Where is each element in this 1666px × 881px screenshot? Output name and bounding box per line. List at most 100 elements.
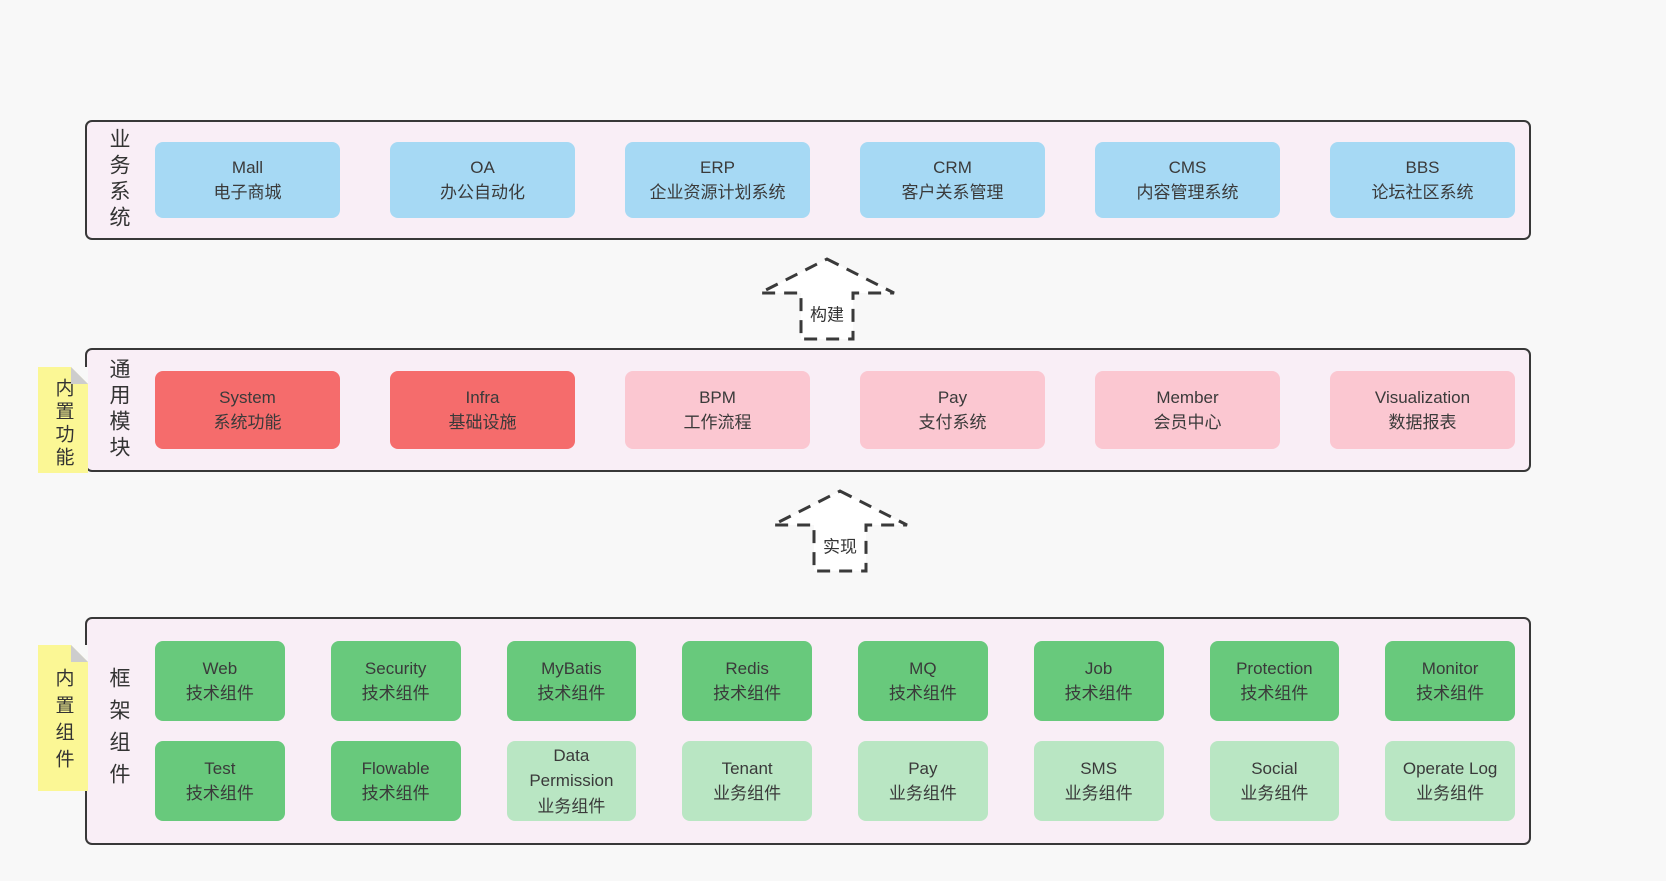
box-title: Mall xyxy=(231,157,264,177)
box-erp: ERP 企业资源计划系统 xyxy=(625,142,810,218)
band-label-business-systems: 业务系统 xyxy=(107,128,130,232)
box-data-permission: Data Permission 业务组件 xyxy=(506,741,637,821)
band-framework-components: 框架组件 Web 技术组件 Security 技术组件 MyBatis 技术组件… xyxy=(85,617,1531,845)
box-mq: MQ 技术组件 xyxy=(858,641,988,721)
module-boxes-row: System 系统功能 Infra 基础设施 BPM 工作流程 Pay 支付系统… xyxy=(133,371,1529,449)
box-subtitle: 内容管理系统 xyxy=(1136,183,1239,202)
box-title: Social xyxy=(1251,758,1298,778)
box-infra: Infra 基础设施 xyxy=(390,371,575,449)
component-row-1: Web 技术组件 Security 技术组件 MyBatis 技术组件 Redi… xyxy=(155,641,1515,721)
box-title: Operate Log xyxy=(1402,758,1498,778)
box-title: System xyxy=(219,387,276,407)
band-business-systems: 业务系统 Mall 电子商城 OA 办公自动化 ERP 企业资源计划系统 CRM… xyxy=(85,120,1531,240)
box-subtitle: 数据报表 xyxy=(1388,413,1457,432)
box-title: Security xyxy=(364,658,427,678)
box-subtitle: 业务组件 xyxy=(537,796,606,816)
note-label: 内置组件 xyxy=(52,668,74,776)
box-subtitle: 技术组件 xyxy=(888,684,957,703)
box-subtitle: 技术组件 xyxy=(361,684,430,703)
box-title: Job xyxy=(1084,658,1113,678)
box-security: Security 技术组件 xyxy=(330,641,461,721)
box-member: Member 会员中心 xyxy=(1095,371,1280,449)
box-subtitle: 工作流程 xyxy=(683,413,752,432)
box-redis: Redis 技术组件 xyxy=(682,641,812,721)
box-title: Monitor xyxy=(1421,658,1479,678)
box-visualization: Visualization 数据报表 xyxy=(1330,371,1515,449)
box-subtitle: 企业资源计划系统 xyxy=(649,183,786,202)
box-title: SMS xyxy=(1080,758,1118,778)
note-label: 内置功能 xyxy=(52,378,74,470)
sticky-note-built-in-components: 内置组件 xyxy=(38,645,88,791)
box-operate-log: Operate Log 业务组件 xyxy=(1385,741,1515,821)
box-title: Flowable xyxy=(361,758,430,778)
box-title: Test xyxy=(204,758,236,778)
box-pay-component: Pay 业务组件 xyxy=(858,741,988,821)
box-protection: Protection 技术组件 xyxy=(1209,641,1340,721)
box-subtitle: 基础设施 xyxy=(448,413,517,432)
box-title: Member xyxy=(1156,387,1219,407)
component-row-2: Test 技术组件 Flowable 技术组件 Data Permission … xyxy=(155,741,1515,821)
arrow-label-implement: 实现 xyxy=(820,532,860,558)
box-sms: SMS 业务组件 xyxy=(1033,741,1164,821)
component-rows: Web 技术组件 Security 技术组件 MyBatis 技术组件 Redi… xyxy=(133,641,1529,821)
box-subtitle: 技术组件 xyxy=(185,784,254,803)
box-title: Tenant xyxy=(721,758,773,778)
band-label-framework-components: 框架组件 xyxy=(107,667,130,795)
box-tenant: Tenant 业务组件 xyxy=(682,741,812,821)
box-subtitle: 技术组件 xyxy=(713,684,782,703)
box-subtitle: 客户关系管理 xyxy=(901,183,1004,202)
box-subtitle: 系统功能 xyxy=(213,413,282,432)
box-subtitle: 技术组件 xyxy=(1416,684,1485,703)
dashed-up-arrow-implement: 实现 xyxy=(770,489,910,573)
box-subtitle: 业务组件 xyxy=(888,784,957,803)
folded-corner-icon xyxy=(71,645,88,662)
box-title: MyBatis xyxy=(541,658,602,678)
box-test: Test 技术组件 xyxy=(155,741,285,821)
box-subtitle: 技术组件 xyxy=(1240,684,1309,703)
box-crm: CRM 客户关系管理 xyxy=(860,142,1045,218)
box-title: BPM xyxy=(699,387,736,407)
box-mall: Mall 电子商城 xyxy=(155,142,340,218)
box-title: CMS xyxy=(1168,157,1207,177)
band-common-modules: 通用模块 System 系统功能 Infra 基础设施 BPM 工作流程 Pay… xyxy=(85,348,1531,472)
box-title: OA xyxy=(470,157,495,177)
business-boxes-row: Mall 电子商城 OA 办公自动化 ERP 企业资源计划系统 CRM 客户关系… xyxy=(133,142,1529,218)
box-social: Social 业务组件 xyxy=(1209,741,1340,821)
box-pay-module: Pay 支付系统 xyxy=(860,371,1045,449)
box-subtitle: 业务组件 xyxy=(1064,784,1133,803)
up-arrow-icon xyxy=(759,257,895,341)
box-subtitle: 业务组件 xyxy=(1416,784,1485,803)
box-subtitle: 办公自动化 xyxy=(440,183,525,202)
box-title: Data Permission xyxy=(529,745,614,791)
folded-corner-icon xyxy=(71,367,88,384)
box-title: CRM xyxy=(933,157,972,177)
box-title: ERP xyxy=(700,157,735,177)
box-subtitle: 技术组件 xyxy=(537,684,606,703)
box-title: Protection xyxy=(1236,658,1313,678)
sticky-note-built-in-functions: 内置功能 xyxy=(38,367,88,473)
box-title: Pay xyxy=(908,758,938,778)
box-title: Infra xyxy=(465,387,500,407)
box-system: System 系统功能 xyxy=(155,371,340,449)
box-title: Pay xyxy=(937,387,968,407)
box-title: Redis xyxy=(725,658,769,678)
box-subtitle: 业务组件 xyxy=(1240,784,1309,803)
box-oa: OA 办公自动化 xyxy=(390,142,575,218)
box-bbs: BBS 论坛社区系统 xyxy=(1330,142,1515,218)
box-title: BBS xyxy=(1405,157,1440,177)
box-subtitle: 会员中心 xyxy=(1153,413,1222,432)
box-title: Visualization xyxy=(1374,387,1471,407)
box-subtitle: 技术组件 xyxy=(361,784,430,803)
box-web: Web 技术组件 xyxy=(155,641,285,721)
box-subtitle: 技术组件 xyxy=(185,684,254,703)
box-subtitle: 电子商城 xyxy=(213,183,282,202)
band-label-common-modules: 通用模块 xyxy=(107,358,130,462)
box-title: Web xyxy=(202,658,238,678)
arrow-label-build: 构建 xyxy=(807,300,847,326)
box-title: MQ xyxy=(909,658,937,678)
box-subtitle: 业务组件 xyxy=(713,784,782,803)
box-monitor: Monitor 技术组件 xyxy=(1385,641,1515,721)
box-subtitle: 支付系统 xyxy=(918,413,987,432)
up-arrow-icon xyxy=(772,489,908,573)
box-subtitle: 技术组件 xyxy=(1064,684,1133,703)
